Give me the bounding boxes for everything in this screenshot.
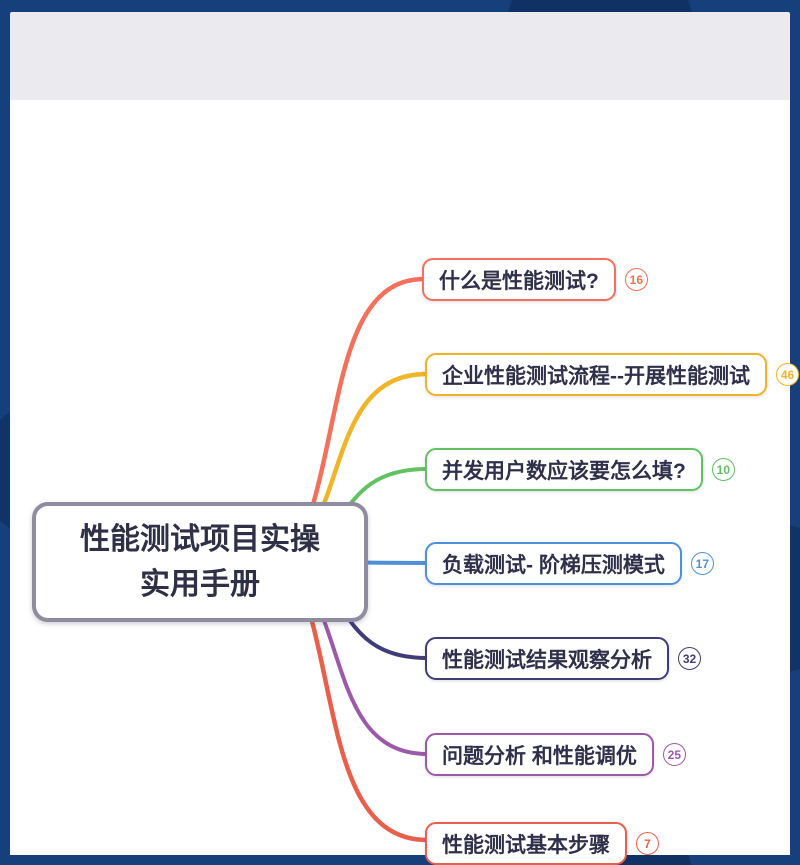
topic-label: 性能测试结果观察分析 — [442, 648, 652, 672]
root-node[interactable]: 性能测试项目实操 实用手册 — [32, 502, 368, 622]
topic-count-badge[interactable]: 10 — [711, 458, 735, 481]
root-label-line2: 实用手册 — [140, 568, 260, 601]
topic-label: 负载测试- 阶梯压测模式 — [442, 553, 665, 577]
topic-count-badge[interactable]: 32 — [678, 647, 701, 670]
topic-node[interactable]: 企业性能测试流程--开展性能测试 — [425, 353, 767, 396]
topic-label: 并发用户数应该要怎么填? — [442, 459, 686, 483]
branch-enterprise-testing-process: 企业性能测试流程--开展性能测试 46 — [425, 353, 799, 396]
root-label-line1: 性能测试项目实操 — [80, 523, 320, 556]
topic-node[interactable]: 性能测试结果观察分析 — [425, 637, 669, 680]
topic-count-badge[interactable]: 17 — [690, 552, 714, 575]
topic-label: 什么是性能测试? — [439, 269, 599, 293]
topic-label: 性能测试基本步骤 — [442, 833, 610, 857]
topic-label: 问题分析 和性能调优 — [442, 744, 637, 768]
topic-count-badge[interactable]: 25 — [662, 743, 686, 766]
topic-node[interactable]: 负载测试- 阶梯压测模式 — [425, 542, 682, 585]
topic-count-badge[interactable]: 7 — [636, 832, 659, 855]
branch-load-testing-step-mode: 负载测试- 阶梯压测模式 17 — [425, 542, 714, 585]
topic-node[interactable]: 问题分析 和性能调优 — [425, 733, 654, 776]
topic-count-badge[interactable]: 16 — [624, 268, 648, 291]
topic-label: 企业性能测试流程--开展性能测试 — [442, 364, 750, 388]
branch-problem-analysis-tuning: 问题分析 和性能调优 25 — [425, 733, 686, 776]
branch-concurrent-users: 并发用户数应该要怎么填? 10 — [425, 448, 735, 491]
topic-node[interactable]: 并发用户数应该要怎么填? — [425, 448, 703, 491]
topic-node[interactable]: 什么是性能测试? — [422, 258, 616, 301]
branch-what-is-performance-testing: 什么是性能测试? 16 — [422, 258, 648, 301]
topic-node[interactable]: 性能测试基本步骤 — [425, 822, 627, 865]
topic-count-badge[interactable]: 46 — [776, 363, 799, 386]
page-header — [10, 12, 790, 100]
branch-basic-steps: 性能测试基本步骤 7 — [425, 822, 659, 865]
branch-result-observation-analysis: 性能测试结果观察分析 32 — [425, 637, 701, 680]
